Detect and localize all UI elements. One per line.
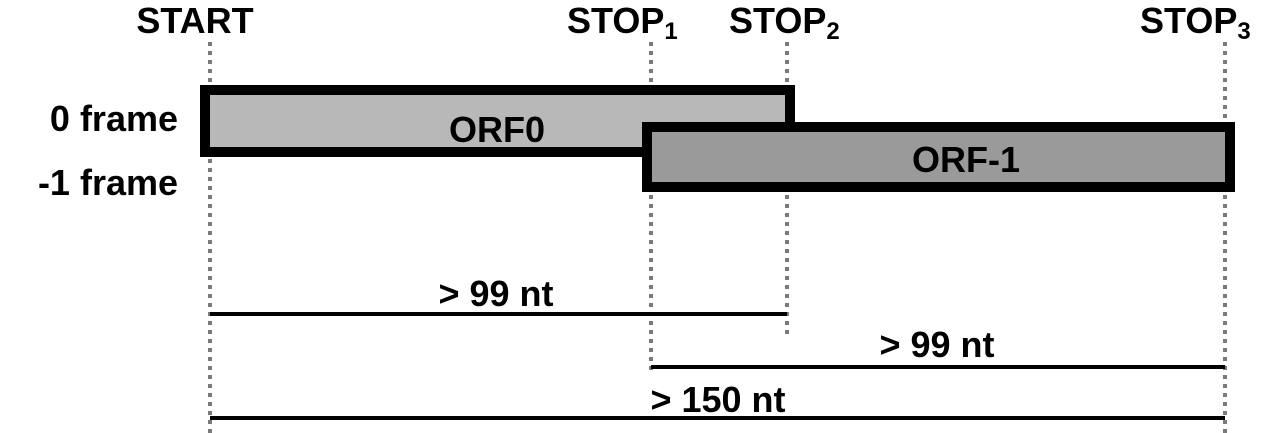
marker-stop2: STOP2: [729, 0, 840, 45]
orf-minus1-box: [642, 122, 1235, 192]
marker-start-label: START: [136, 0, 253, 41]
marker-stop1-subscript: 1: [664, 18, 677, 45]
marker-stop1: STOP1: [567, 0, 678, 45]
marker-stop3-label: STOP: [1140, 0, 1237, 41]
span-orf0-label: > 99 nt: [438, 273, 553, 314]
span-orf-minus1-label: > 99 nt: [879, 324, 994, 365]
marker-stop2-label: STOP: [729, 0, 826, 41]
frame-0-label: 0 frame: [50, 98, 178, 139]
span-total-label: > 150 nt: [650, 379, 785, 420]
frame-minus1-label: -1 frame: [38, 162, 178, 203]
orf0-label: ORF0: [449, 109, 545, 150]
orf-minus1-label: ORF-1: [912, 139, 1020, 180]
marker-stop3-subscript: 3: [1237, 18, 1250, 45]
marker-stop3: STOP3: [1140, 0, 1251, 45]
marker-stop2-subscript: 2: [826, 18, 839, 45]
marker-stop1-label: STOP: [567, 0, 664, 41]
